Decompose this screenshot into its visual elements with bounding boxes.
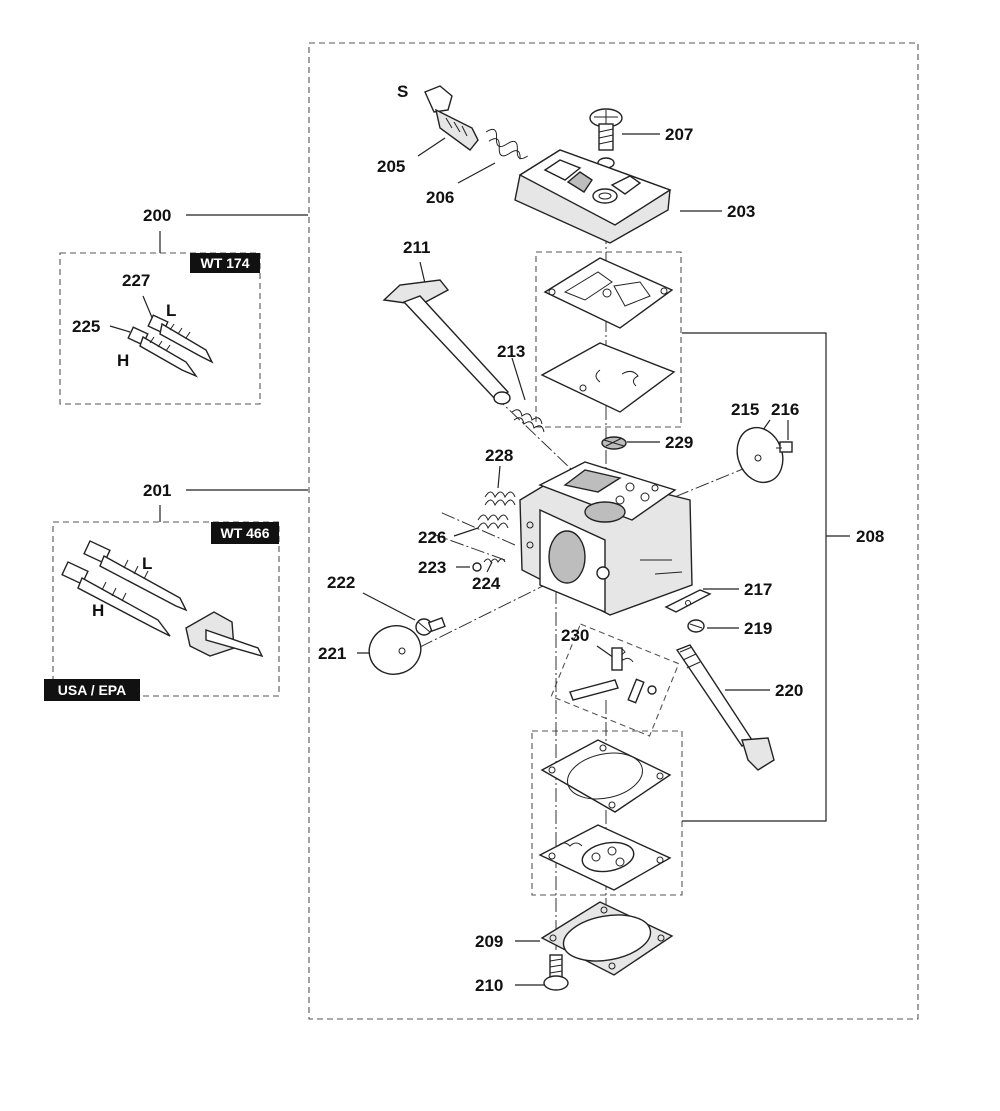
kit-frame-wt466 [52,521,280,697]
label-221: 221 [318,644,346,663]
screw-207 [589,108,623,169]
label-229: 229 [665,433,693,452]
spring-206 [485,128,528,160]
label-223: 223 [418,558,446,577]
label-219: 219 [744,619,772,638]
leader-lines [109,133,850,986]
idle-screw-205 [424,85,479,151]
screw-222 [415,617,446,636]
tag-wt466-text: WT 466 [220,525,269,541]
screw-219 [687,619,705,633]
label-222: 222 [327,573,355,592]
label-216: 216 [771,400,799,419]
metering-diaphragm-lower [538,824,672,891]
tag-usa-epa-text: USA / EPA [58,682,126,698]
spring-226 [477,514,509,530]
tag-wt174-text: WT 174 [200,255,249,271]
main-assembly-frame [308,42,919,1020]
label-l-wt174: L [166,301,176,320]
pump-diaphragm-upper [540,342,676,413]
spring-224 [483,558,506,563]
label-230: 230 [561,626,589,645]
needle-kit-wt466 [61,540,264,658]
gasket-group-upper-frame [535,251,682,428]
label-220: 220 [775,681,803,700]
throttle-plate-221 [368,625,422,675]
pump-cover-203 [514,149,672,244]
ball-223 [472,562,482,572]
needle-227 [147,314,214,364]
label-226: 226 [418,528,446,547]
label-h-wt466: H [92,601,104,620]
lever-217 [664,589,712,613]
label-207: 207 [665,125,693,144]
label-217: 217 [744,580,772,599]
label-227: 227 [122,271,150,290]
tag-wt174: WT 174 [190,253,260,273]
label-215: 215 [731,400,759,419]
part-labels: 200 201 203 205 206 207 208 209 210 211 … [72,82,884,995]
label-206: 206 [426,188,454,207]
carburetor-body [519,461,693,616]
screw-216 [776,441,793,453]
throttle-shaft-211 [382,279,511,405]
label-211: 211 [403,238,430,257]
label-225: 225 [72,317,100,336]
tag-wt466: WT 466 [211,522,279,544]
label-208: 208 [856,527,884,546]
label-205: 205 [377,157,405,176]
pump-gasket-upper [543,257,674,329]
label-228: 228 [485,446,513,465]
label-224: 224 [472,574,501,593]
spring-213 [511,409,545,433]
spring-228 [484,491,516,507]
label-l-wt466: L [142,554,152,573]
label-209: 209 [475,932,503,951]
needle-group-frame [550,623,680,737]
label-s: S [397,82,408,101]
choke-plate-215 [736,426,784,484]
label-203: 203 [727,202,755,221]
gasket-group-lower-frame [531,730,683,896]
tag-usa-epa: USA / EPA [44,679,140,701]
needle-225 [127,326,199,378]
needle-valve-group-230 [569,647,657,704]
choke-shaft-220 [675,644,775,771]
metering-gasket-lower [540,739,672,813]
screw-210 [543,954,569,991]
metering-cover-209 [540,901,674,976]
label-201: 201 [143,481,171,500]
label-213: 213 [497,342,525,361]
label-h-wt174: H [117,351,129,370]
label-200: 200 [143,206,171,225]
filter-screen-229 [601,436,627,450]
label-210: 210 [475,976,503,995]
